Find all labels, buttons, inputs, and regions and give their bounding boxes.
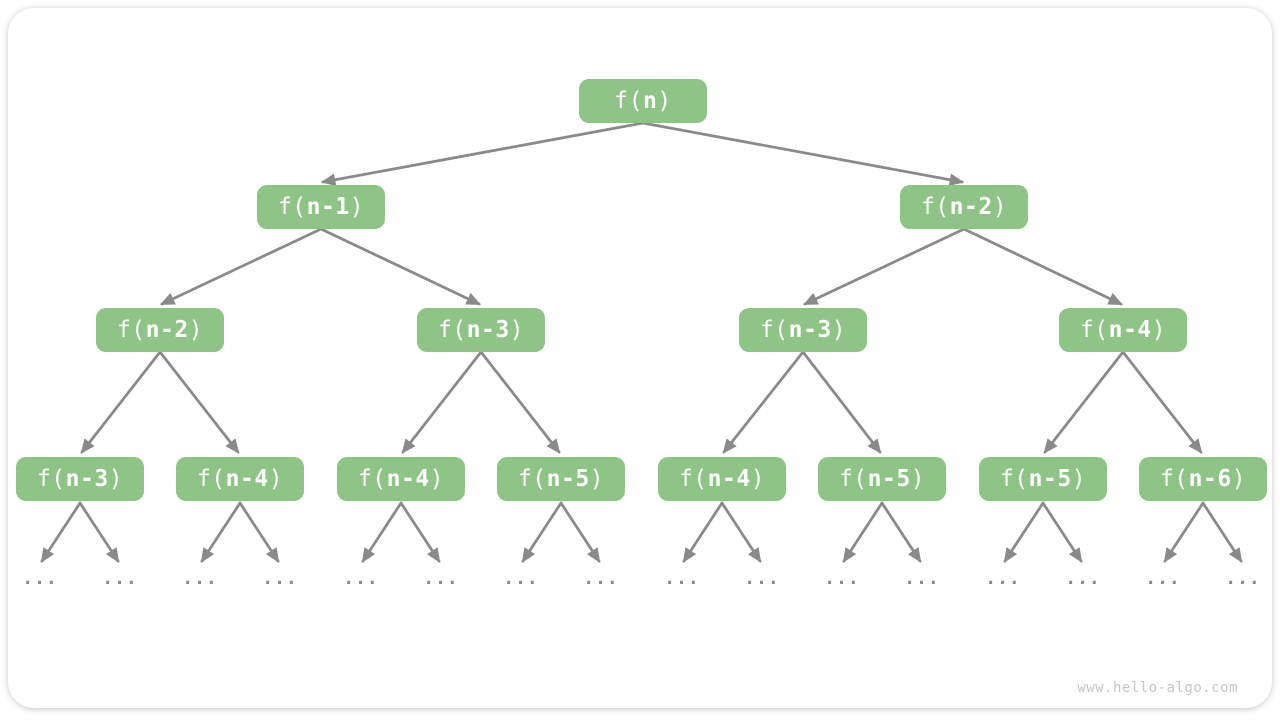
tree-node: f(n-4) [658, 457, 786, 501]
label-post: ) [1151, 317, 1167, 343]
label-post: ) [268, 466, 284, 492]
tree-node: f(n-3) [417, 308, 545, 352]
label-arg: n [642, 88, 658, 114]
label-arg: n-4 [707, 466, 751, 492]
label-pre: f( [614, 88, 643, 114]
label-pre: f( [357, 466, 387, 492]
label-post: ) [429, 466, 445, 492]
tree-node: f(n-4) [176, 457, 304, 501]
label-pre: f( [517, 466, 547, 492]
label-pre: f( [1079, 317, 1109, 343]
ellipsis-label: ... [343, 568, 379, 589]
tree-node: f(n-5) [818, 457, 946, 501]
tree-node: f(n-4) [1059, 308, 1187, 352]
tree-node-root: f(n) [579, 79, 707, 123]
ellipsis-label: ... [824, 568, 860, 589]
label-post: ) [992, 194, 1008, 220]
label-arg: n-4 [225, 466, 269, 492]
tree-node: f(n-1) [257, 185, 385, 229]
ellipsis-label: ... [744, 568, 780, 589]
label-arg: n-3 [788, 317, 832, 343]
label-pre: f( [999, 466, 1029, 492]
ellipsis-label: ... [182, 568, 218, 589]
label-pre: f( [678, 466, 708, 492]
label-pre: f( [116, 317, 146, 343]
label-post: ) [188, 317, 204, 343]
label-pre: f( [838, 466, 868, 492]
tree-node: f(n-3) [739, 308, 867, 352]
tree-node: f(n-4) [337, 457, 465, 501]
ellipsis-label: ... [423, 568, 459, 589]
label-post: ) [750, 466, 766, 492]
tree-node: f(n-5) [979, 457, 1107, 501]
label-arg: n-2 [145, 317, 189, 343]
label-post: ) [589, 466, 605, 492]
label-post: ) [108, 466, 124, 492]
ellipsis-label: ... [22, 568, 58, 589]
label-post: ) [1071, 466, 1087, 492]
label-arg: n-4 [1108, 317, 1152, 343]
tree-node: f(n-2) [900, 185, 1028, 229]
label-post: ) [1231, 466, 1247, 492]
label-pre: f( [36, 466, 66, 492]
ellipsis-label: ... [1065, 568, 1101, 589]
label-post: ) [657, 88, 672, 114]
tree-node: f(n-2) [96, 308, 224, 352]
tree-node: f(n-5) [497, 457, 625, 501]
label-arg: n-3 [466, 317, 510, 343]
label-pre: f( [920, 194, 950, 220]
ellipsis-label: ... [1225, 568, 1261, 589]
label-pre: f( [196, 466, 226, 492]
label-post: ) [910, 466, 926, 492]
ellipsis-label: ... [904, 568, 940, 589]
label-pre: f( [437, 317, 467, 343]
label-post: ) [831, 317, 847, 343]
ellipsis-label: ... [102, 568, 138, 589]
ellipsis-label: ... [262, 568, 298, 589]
tree-node: f(n-3) [16, 457, 144, 501]
label-post: ) [349, 194, 365, 220]
label-pre: f( [1159, 466, 1189, 492]
ellipsis-label: ... [664, 568, 700, 589]
ellipsis-label: ... [503, 568, 539, 589]
label-arg: n-4 [386, 466, 430, 492]
ellipsis-label: ... [583, 568, 619, 589]
label-pre: f( [277, 194, 307, 220]
label-arg: n-1 [306, 194, 350, 220]
tree-node: f(n-6) [1139, 457, 1267, 501]
watermark: www.hello-algo.com [1077, 680, 1238, 696]
ellipsis-label: ... [1145, 568, 1181, 589]
label-post: ) [509, 317, 525, 343]
ellipsis-label: ... [985, 568, 1021, 589]
label-arg: n-2 [949, 194, 993, 220]
label-arg: n-3 [65, 466, 109, 492]
label-pre: f( [759, 317, 789, 343]
label-arg: n-6 [1188, 466, 1232, 492]
label-arg: n-5 [867, 466, 911, 492]
label-arg: n-5 [546, 466, 590, 492]
label-arg: n-5 [1028, 466, 1072, 492]
